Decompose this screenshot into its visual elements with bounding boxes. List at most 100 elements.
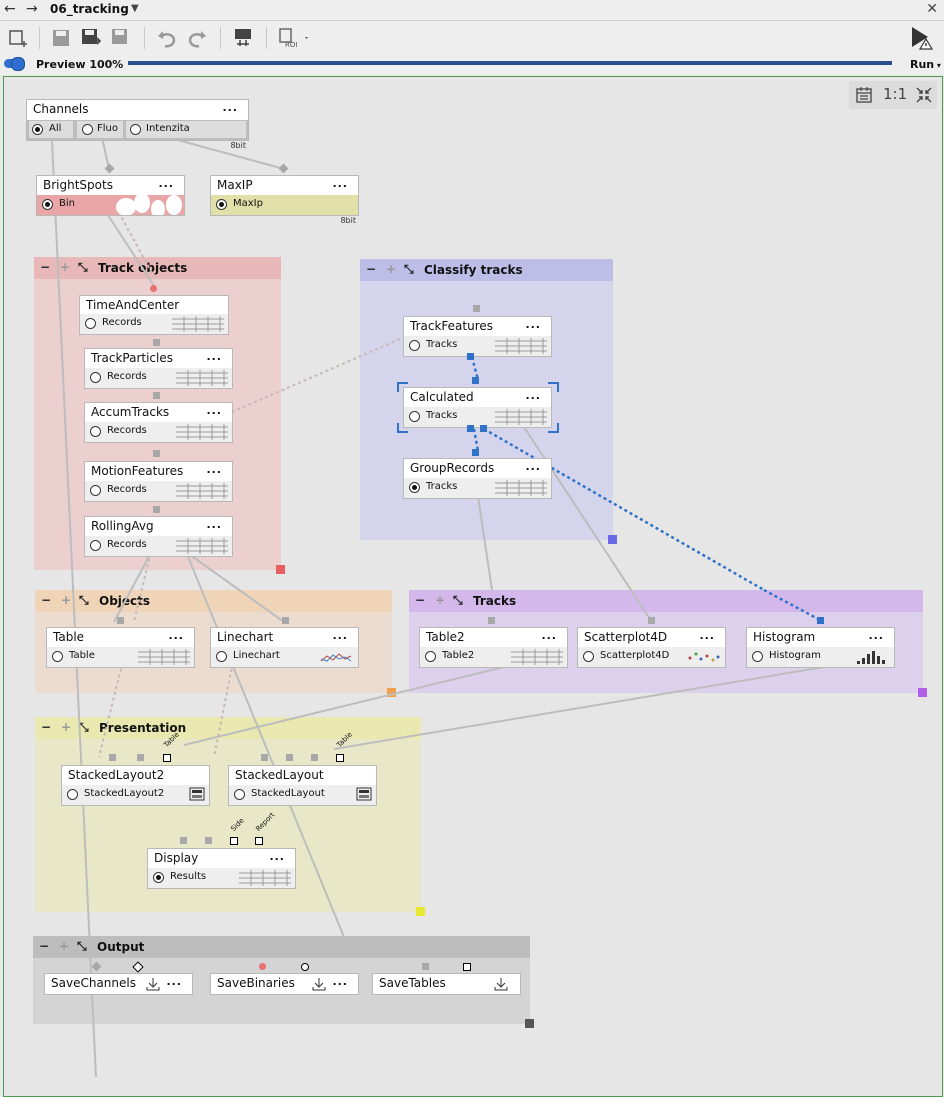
node-timeandcenter[interactable]: TimeAndCenter Records <box>79 295 229 335</box>
fit-icon[interactable]: ⤡ <box>79 593 89 607</box>
channel-option-all[interactable]: All <box>29 121 73 138</box>
input-port[interactable] <box>261 754 268 761</box>
node-stackedlayout2[interactable]: StackedLayout2 StackedLayout2 <box>61 765 210 806</box>
node-menu-icon[interactable]: ... <box>332 177 348 190</box>
input-port[interactable] <box>153 392 160 399</box>
output-radio[interactable] <box>90 426 101 437</box>
save-as-button[interactable] <box>78 25 104 51</box>
output-port[interactable] <box>467 425 474 432</box>
fit-icon[interactable]: ⤡ <box>79 720 89 734</box>
input-port[interactable] <box>150 285 157 292</box>
node-menu-icon[interactable]: ... <box>206 518 222 531</box>
input-port[interactable] <box>117 617 124 624</box>
node-menu-icon[interactable]: ... <box>222 101 238 114</box>
output-radio[interactable] <box>752 651 763 662</box>
node-menu-icon[interactable]: ... <box>269 850 285 863</box>
node-menu-icon[interactable]: ... <box>332 975 348 988</box>
output-port[interactable] <box>480 425 487 432</box>
add-node-button[interactable] <box>6 25 32 51</box>
node-savebinaries[interactable]: SaveBinaries ... <box>210 973 359 995</box>
preview-slider[interactable] <box>128 61 892 65</box>
output-radio[interactable] <box>52 651 63 662</box>
fit-icon[interactable]: ⤡ <box>77 939 87 953</box>
forward-arrow-icon[interactable]: → <box>26 1 38 17</box>
input-port[interactable] <box>153 506 160 513</box>
node-menu-icon[interactable]: ... <box>699 629 715 642</box>
redo-button[interactable] <box>184 25 210 51</box>
output-radio[interactable] <box>583 651 594 662</box>
fit-icon[interactable]: ⤡ <box>404 262 414 276</box>
node-menu-icon[interactable]: ... <box>206 350 222 363</box>
zoom-reset-label[interactable]: 1:1 <box>883 85 908 103</box>
fit-icon[interactable]: ⤡ <box>453 593 463 607</box>
collapse-icon[interactable]: − <box>40 260 51 274</box>
output-radio[interactable] <box>153 872 164 883</box>
resize-handle[interactable] <box>608 535 617 544</box>
node-savechannels[interactable]: SaveChannels ... <box>44 973 193 995</box>
expand-icon[interactable]: + <box>61 593 72 607</box>
resize-handle[interactable] <box>525 1019 534 1028</box>
resize-handle[interactable] <box>416 907 425 916</box>
node-menu-icon[interactable]: ... <box>206 404 222 417</box>
download-icon[interactable] <box>312 977 326 991</box>
save-copy-button[interactable] <box>108 25 134 51</box>
download-icon[interactable] <box>146 977 160 991</box>
resize-handle[interactable] <box>387 688 396 697</box>
output-radio[interactable] <box>409 482 420 493</box>
fit-icon[interactable]: ⤡ <box>78 260 88 274</box>
node-menu-icon[interactable]: ... <box>541 629 557 642</box>
input-port-side[interactable] <box>230 837 238 845</box>
node-menu-icon[interactable]: ... <box>206 463 222 476</box>
input-port[interactable] <box>648 617 655 624</box>
output-radio[interactable] <box>409 340 420 351</box>
expand-icon[interactable]: + <box>59 939 70 953</box>
chevron-down-icon[interactable]: ▼ <box>131 3 139 14</box>
collapse-view-icon[interactable] <box>915 86 933 107</box>
node-grouprecords[interactable]: GroupRecords ... Tracks <box>403 458 552 499</box>
input-port[interactable] <box>259 963 266 970</box>
output-radio[interactable] <box>234 789 245 800</box>
output-radio[interactable] <box>216 199 227 210</box>
output-radio[interactable] <box>90 372 101 383</box>
collapse-icon[interactable]: − <box>415 593 426 607</box>
resize-handle[interactable] <box>276 565 285 574</box>
node-menu-icon[interactable]: ... <box>525 460 541 473</box>
node-maxip[interactable]: MaxIP ... MaxIp 8bit <box>210 175 359 225</box>
input-port-table[interactable] <box>163 754 171 762</box>
channel-option-fluo[interactable]: Fluo <box>77 121 123 138</box>
node-rollingavg[interactable]: RollingAvg ... Records <box>84 516 233 557</box>
node-menu-icon[interactable]: ... <box>168 629 184 642</box>
input-port[interactable] <box>311 754 318 761</box>
close-icon[interactable]: ✕ <box>926 1 938 17</box>
input-port[interactable] <box>817 617 824 624</box>
input-port[interactable] <box>137 754 144 761</box>
output-radio[interactable] <box>67 789 78 800</box>
collapse-icon[interactable]: − <box>39 939 50 953</box>
node-trackparticles[interactable]: TrackParticles ... Records <box>84 348 233 389</box>
output-radio[interactable] <box>216 651 227 662</box>
output-radio[interactable] <box>42 199 53 210</box>
output-radio[interactable] <box>90 485 101 496</box>
input-port[interactable] <box>488 617 495 624</box>
node-menu-icon[interactable]: ... <box>525 318 541 331</box>
output-radio[interactable] <box>90 540 101 551</box>
input-port[interactable] <box>205 837 212 844</box>
run-warning-button[interactable] <box>906 25 936 51</box>
node-menu-icon[interactable]: ... <box>868 629 884 642</box>
node-table2[interactable]: Table2 ... Table2 <box>419 627 568 668</box>
node-menu-icon[interactable]: ... <box>166 975 182 988</box>
node-stackedlayout[interactable]: StackedLayout StackedLayout <box>228 765 377 806</box>
input-port[interactable] <box>153 339 160 346</box>
node-calculated[interactable]: Calculated ... Tracks <box>403 387 552 428</box>
input-port[interactable] <box>472 449 479 456</box>
output-port[interactable] <box>467 353 474 360</box>
input-port[interactable] <box>282 617 289 624</box>
input-port-report[interactable] <box>255 837 263 845</box>
output-radio[interactable] <box>425 651 436 662</box>
calendar-icon[interactable] <box>855 86 873 107</box>
node-menu-icon[interactable]: ... <box>158 177 174 190</box>
node-histogram[interactable]: Histogram ... Histogram <box>746 627 895 668</box>
output-radio[interactable] <box>409 411 420 422</box>
node-accumtracks[interactable]: AccumTracks ... Records <box>84 402 233 443</box>
expand-icon[interactable]: + <box>435 593 446 607</box>
